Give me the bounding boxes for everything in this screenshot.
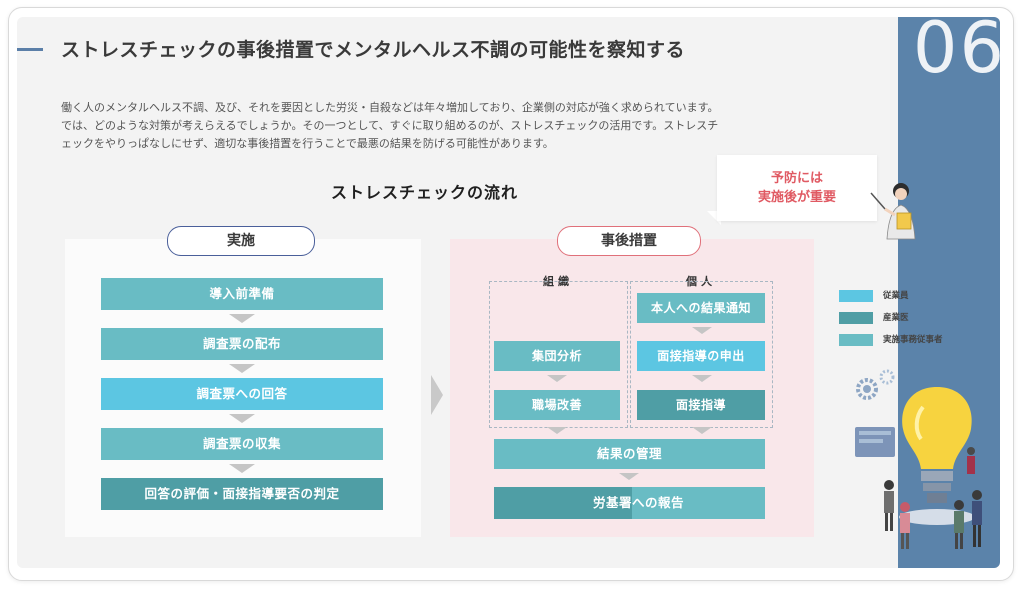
step-workplace-improvement: 職場改善 xyxy=(494,390,620,420)
flow-title: ストレスチェックの流れ xyxy=(331,183,519,202)
arrow-down xyxy=(229,364,255,373)
step-group-analysis: 集団分析 xyxy=(494,341,620,371)
legend-item: 従業員 xyxy=(839,288,989,310)
legend: 従業員 産業医 実施事務従事者 xyxy=(839,288,989,354)
intro-text: 働く人のメンタルヘルス不調、及び、それを要因とした労災・自殺などは年々増加してお… xyxy=(61,99,891,153)
step-interview-request: 面接指導の申出 xyxy=(637,341,765,371)
legend-label: 従業員 xyxy=(883,291,909,301)
gear-icon xyxy=(856,369,895,400)
legend-label: 実施事務従事者 xyxy=(883,335,943,345)
report-right-segment: への報告 xyxy=(632,487,765,519)
intro-line: ェックをやりっぱなしにせず、適切な事後措置を行うことで最悪の結果を防げる可能性が… xyxy=(61,137,554,150)
report-label-left: 労基署 xyxy=(592,495,632,510)
legend-swatch xyxy=(839,334,873,346)
step-distribution: 調査票の配布 xyxy=(101,328,383,360)
step-answer: 調査票への回答 xyxy=(101,378,383,410)
step-preparation: 導入前準備 xyxy=(101,278,383,310)
legend-swatch xyxy=(839,312,873,324)
arrow-down xyxy=(692,427,712,434)
implementation-label: 実施 xyxy=(167,226,315,256)
arrow-down xyxy=(229,314,255,323)
flow-arrow-right xyxy=(431,375,443,415)
step-interview: 面接指導 xyxy=(637,390,765,420)
slide: 06 ストレスチェックの事後措置でメンタルヘルス不調の可能性を察知する 働く人の… xyxy=(17,17,1000,568)
slide-title: ストレスチェックの事後措置でメンタルヘルス不調の可能性を察知する xyxy=(61,39,686,61)
speech-bubble: 予防には 実施後が重要 xyxy=(717,155,877,221)
intro-line: では、どのような対策が考えらえるでしょうか。その一つとして、すぐに取り組めるのが… xyxy=(61,119,719,132)
legend-label: 産業医 xyxy=(883,313,909,323)
title-accent-dash xyxy=(17,48,43,51)
legend-item: 産業医 xyxy=(839,310,989,332)
arrow-down xyxy=(692,327,712,334)
bubble-line: 実施後が重要 xyxy=(757,190,836,205)
bubble-text: 予防には 実施後が重要 xyxy=(717,169,877,207)
arrow-down xyxy=(692,375,712,382)
people-illustration-icon xyxy=(884,447,982,549)
step-collection: 調査票の収集 xyxy=(101,428,383,460)
legend-swatch xyxy=(839,290,873,302)
arrow-down xyxy=(229,414,255,423)
post-measures-label: 事後措置 xyxy=(557,226,701,256)
bubble-line: 予防には xyxy=(770,171,823,186)
step-evaluation: 回答の評価・面接指導要否の判定 xyxy=(101,478,383,510)
step-result-management: 結果の管理 xyxy=(494,439,765,469)
report-left-segment: 労基署 xyxy=(494,487,632,519)
arrow-down xyxy=(547,427,567,434)
teacher-illustration-icon xyxy=(870,183,916,240)
arrow-down xyxy=(619,473,639,480)
page-number: 06 xyxy=(912,17,1000,89)
arrow-down xyxy=(229,464,255,473)
arrow-down xyxy=(547,375,567,382)
report-label-right: への報告 xyxy=(632,495,685,510)
step-result-notice: 本人への結果通知 xyxy=(637,293,765,323)
legend-item: 実施事務従事者 xyxy=(839,332,989,354)
lightbulb-illustration-icon xyxy=(855,369,982,549)
intro-line: 働く人のメンタルヘルス不調、及び、それを要因とした労災・自殺などは年々増加してお… xyxy=(61,101,719,114)
